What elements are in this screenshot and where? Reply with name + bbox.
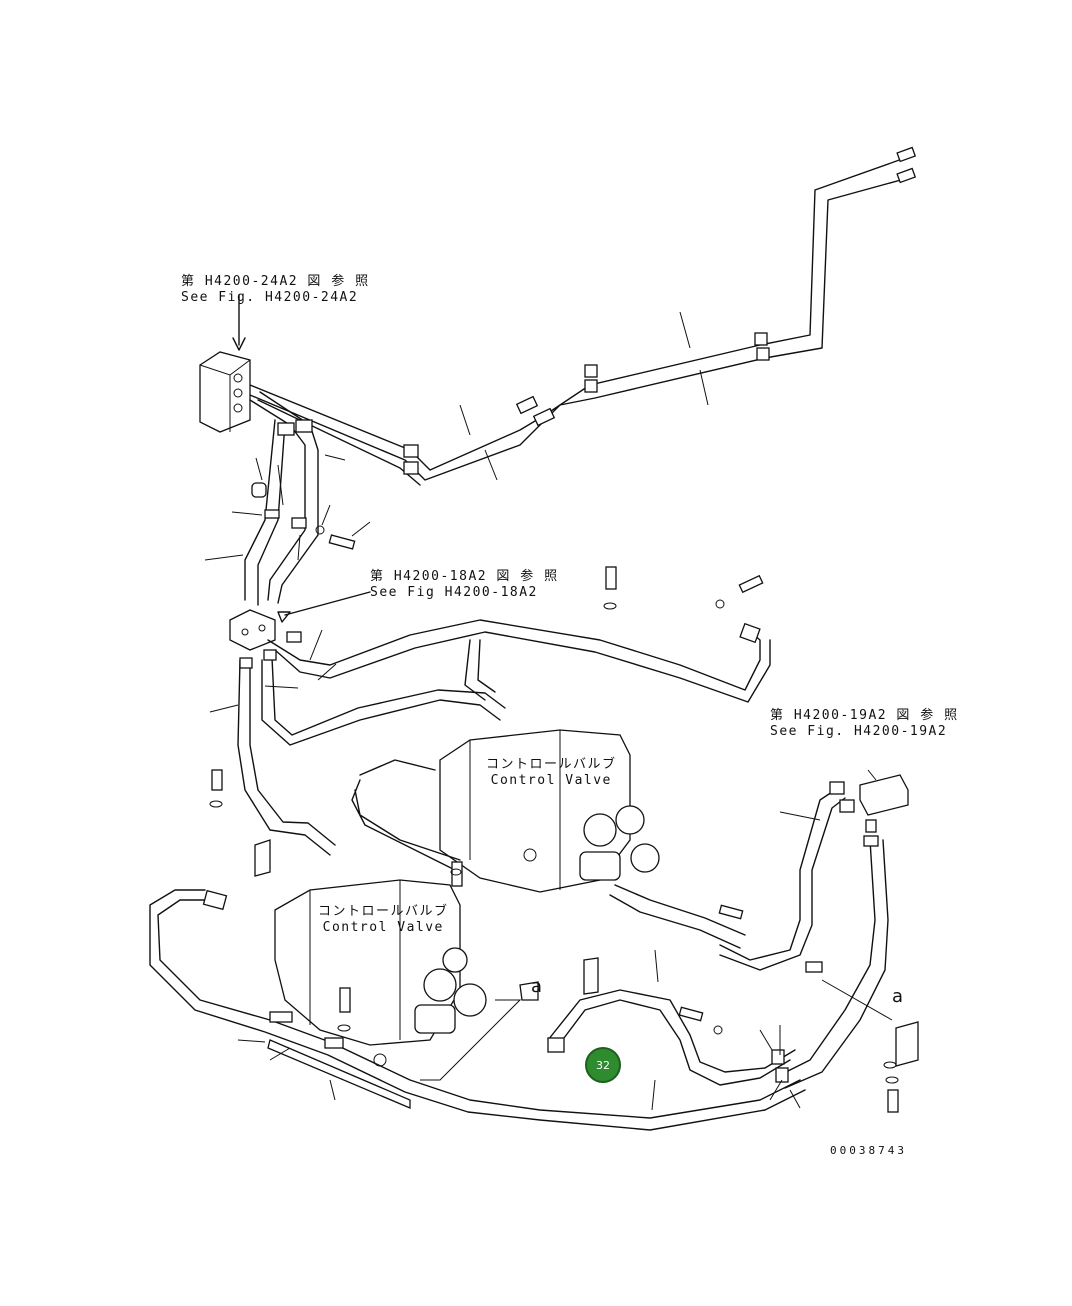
part-number-badge[interactable]: 32 <box>585 1047 621 1083</box>
lower-control-valve <box>267 879 487 1109</box>
connection-callout-a-right: a <box>892 986 904 1007</box>
middle-manifold <box>229 591 371 651</box>
reference-en: See Fig. H4200-24A2 <box>181 290 359 305</box>
valve-label-en: Control Valve <box>322 920 444 935</box>
reference-note-h4200-18a2: 第 H4200-18A2 図 参 照 See Fig H4200-18A2 <box>370 569 559 601</box>
upper-control-valve <box>351 729 660 893</box>
reference-jp: 第 H4200-18A2 図 参 照 <box>370 569 559 584</box>
reference-jp: 第 H4200-19A2 図 参 照 <box>770 708 959 723</box>
reference-jp: 第 H4200-24A2 図 参 照 <box>181 274 370 289</box>
bottom-hose-loops <box>149 884 806 1131</box>
left-hoses <box>204 391 371 606</box>
control-valve-label-upper: コントロールバルブ Control Valve <box>486 757 617 789</box>
upper-pipe-assembly <box>249 146 917 486</box>
valve-label-en: Control Valve <box>490 773 612 788</box>
connection-callout-a-left: a <box>531 976 543 997</box>
reference-en: See Fig. H4200-19A2 <box>770 724 948 739</box>
reference-note-h4200-19a2: 第 H4200-19A2 図 参 照 See Fig. H4200-19A2 <box>770 708 959 740</box>
drawing-number: 00038743 <box>830 1144 907 1157</box>
reference-en: See Fig H4200-18A2 <box>370 585 538 600</box>
control-valve-label-lower: コントロールバルブ Control Valve <box>318 904 449 936</box>
middle-hose-loops <box>209 619 771 856</box>
valve-label-jp: コントロールバルブ <box>486 757 617 772</box>
fasteners <box>209 566 764 1035</box>
right-hoses <box>719 769 919 1113</box>
top-left-manifold-block <box>199 294 251 433</box>
reference-note-h4200-24a2: 第 H4200-24A2 図 参 照 See Fig. H4200-24A2 <box>181 274 370 306</box>
valve-label-jp: コントロールバルブ <box>318 904 449 919</box>
